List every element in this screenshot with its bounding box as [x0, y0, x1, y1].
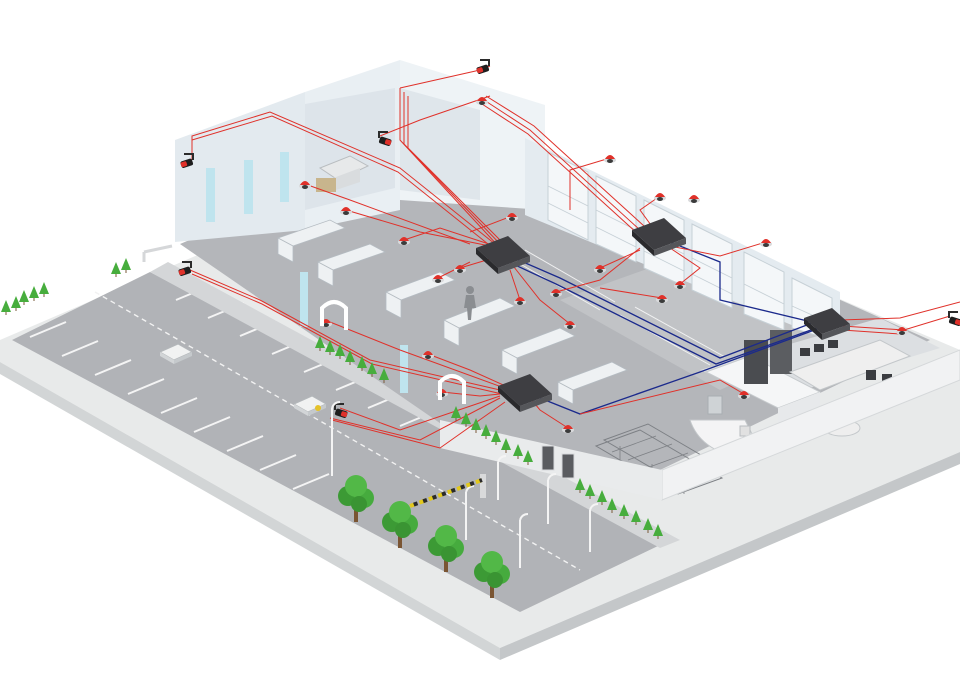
- dome-camera: [454, 265, 466, 273]
- hedge-tree: [653, 524, 663, 539]
- hedge-tree: [575, 478, 585, 493]
- street-light: [497, 455, 507, 500]
- dome-camera: [604, 155, 616, 163]
- tree: [474, 551, 510, 598]
- entrance-rail: [143, 244, 173, 254]
- person-figure: [464, 286, 476, 320]
- street-lights: [331, 401, 599, 568]
- hedge-tree: [357, 356, 367, 371]
- camera-cables: [189, 65, 960, 449]
- bullet-camera: [948, 311, 960, 326]
- hedge-tree: [335, 344, 345, 359]
- street-trees: [338, 475, 510, 598]
- dome-camera: [398, 237, 410, 245]
- tree: [338, 475, 374, 522]
- hedge-tree: [1, 300, 11, 315]
- info-kiosks: [541, 445, 575, 479]
- car-2: [292, 395, 328, 416]
- dome-camera: [506, 213, 518, 221]
- dome-camera: [432, 275, 444, 283]
- dome-camera: [674, 281, 686, 289]
- network-switches: [476, 218, 850, 412]
- street-light: [519, 513, 529, 568]
- hedge-tree: [379, 368, 389, 383]
- hedge-tree: [597, 490, 607, 505]
- dome-camera: [476, 97, 488, 105]
- dome-camera: [514, 297, 526, 305]
- tree: [428, 525, 464, 572]
- hedge-tree: [643, 518, 653, 533]
- crate: [316, 178, 336, 192]
- barrier-gate: [409, 474, 486, 508]
- car-1: [158, 343, 194, 364]
- hedge-tree: [513, 444, 523, 459]
- hedge-tree: [631, 510, 641, 525]
- street-light: [331, 401, 341, 476]
- dome-camera: [656, 295, 668, 303]
- dome-camera: [594, 265, 606, 273]
- network-switch: [632, 218, 686, 256]
- service-lifts: [277, 219, 628, 405]
- hedge-tree: [111, 262, 121, 277]
- dome-camera: [738, 391, 750, 399]
- street-light: [547, 473, 557, 524]
- hedge-tree: [491, 430, 501, 445]
- hedge-tree: [29, 286, 39, 301]
- bullet-camera: [476, 59, 490, 74]
- hedge-tree: [481, 424, 491, 439]
- hedge-tree: [325, 340, 335, 355]
- tree: [382, 501, 418, 548]
- hedge-tree: [451, 406, 461, 421]
- entrance-arches: [320, 300, 466, 404]
- hedge-tree: [39, 282, 49, 297]
- dome-camera: [550, 289, 562, 297]
- dome-camera: [340, 207, 352, 215]
- bullet-camera: [180, 153, 194, 168]
- hedge-tree: [345, 350, 355, 365]
- dome-camera: [654, 193, 666, 201]
- hedge-tree: [11, 296, 21, 311]
- network-switch: [476, 236, 530, 274]
- hedge-tree: [523, 450, 533, 465]
- hedge-tree: [315, 336, 325, 351]
- dome-camera: [299, 181, 311, 189]
- dome-camera: [688, 195, 700, 203]
- dome-cameras: [299, 97, 908, 433]
- hedge-tree: [619, 504, 629, 519]
- street-light: [465, 485, 475, 540]
- dome-camera: [422, 351, 434, 359]
- hedge-tree: [501, 438, 511, 453]
- hedge-trees: [1, 258, 663, 539]
- bullet-camera: [178, 261, 192, 276]
- street-light: [589, 503, 599, 552]
- dome-camera: [896, 327, 908, 335]
- network-switch: [498, 374, 552, 412]
- hedge-tree: [19, 290, 29, 305]
- hedge-tree: [607, 498, 617, 513]
- bullet-camera: [334, 403, 348, 418]
- hedge-tree: [585, 484, 595, 499]
- nvr-recorder: [804, 308, 850, 340]
- bullet-camera: [378, 131, 392, 146]
- hedge-tree: [461, 412, 471, 427]
- dome-camera: [760, 239, 772, 247]
- hedge-tree: [367, 362, 377, 377]
- dome-camera: [562, 425, 574, 433]
- hedge-tree: [471, 418, 481, 433]
- hedge-tree: [121, 258, 131, 273]
- dome-camera: [564, 321, 576, 329]
